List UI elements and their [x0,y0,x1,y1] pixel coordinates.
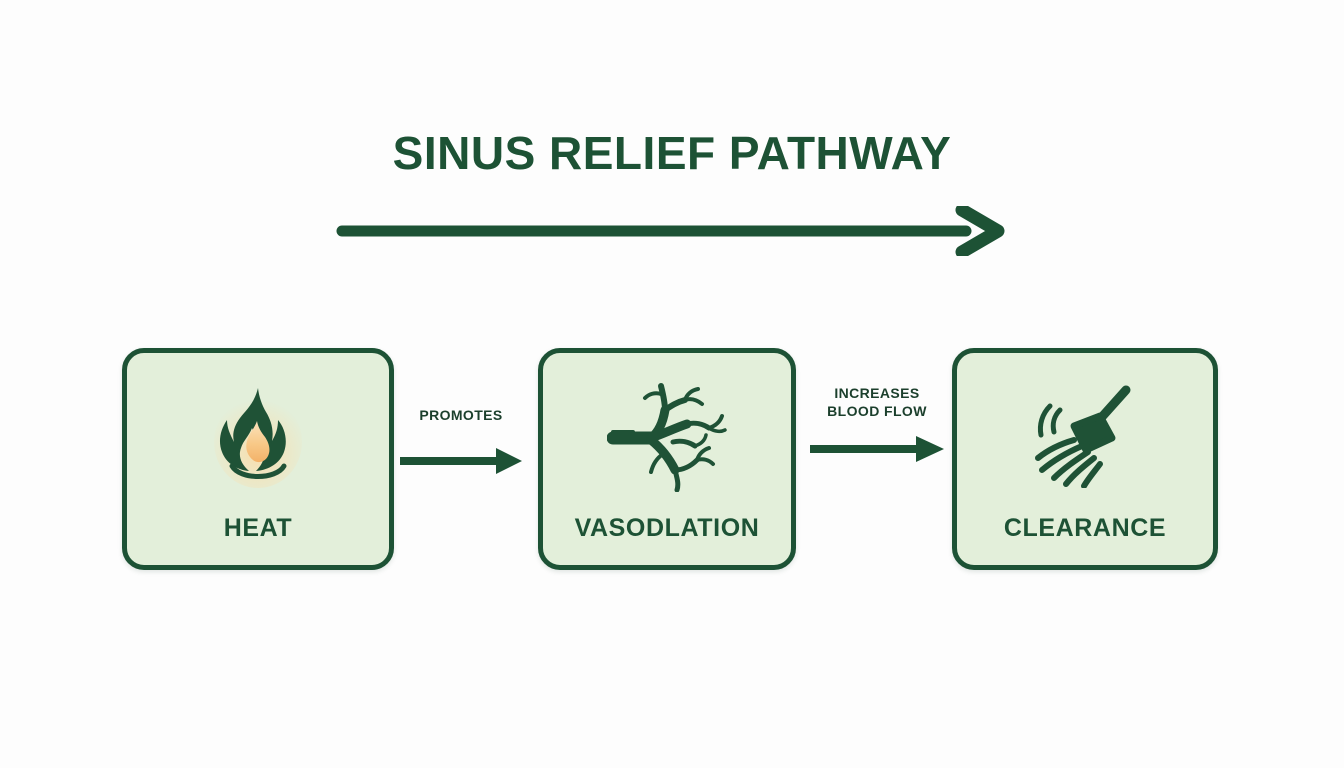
node-clearance-label: CLEARANCE [1003,514,1167,542]
node-clearance[interactable]: CLEARANCE [952,348,1218,570]
node-heat-label: HEAT [223,514,293,542]
blood-vessel-branching-icon [543,381,791,492]
connector-vasodilation-to-clearance-label: INCREASES BLOOD FLOW [827,385,927,420]
node-vasodilation-label: VASODLATION [574,514,760,542]
right-arrow-icon [806,434,948,464]
connector-heat-to-vasodilation-label: PROMOTES [419,407,503,423]
long-right-arrow-icon [336,203,1008,259]
page-title: SINUS RELIEF PATHWAY [392,127,952,179]
flame-icon [127,381,389,491]
connector-vasodilation-to-clearance: INCREASES BLOOD FLOW [806,380,948,476]
broom-sweeping-icon [957,381,1213,491]
right-arrow-icon [396,446,526,476]
node-heat[interactable]: HEAT [122,348,394,570]
node-vasodilation[interactable]: VASODLATION [538,348,796,570]
connector-heat-to-vasodilation: PROMOTES [396,392,526,488]
